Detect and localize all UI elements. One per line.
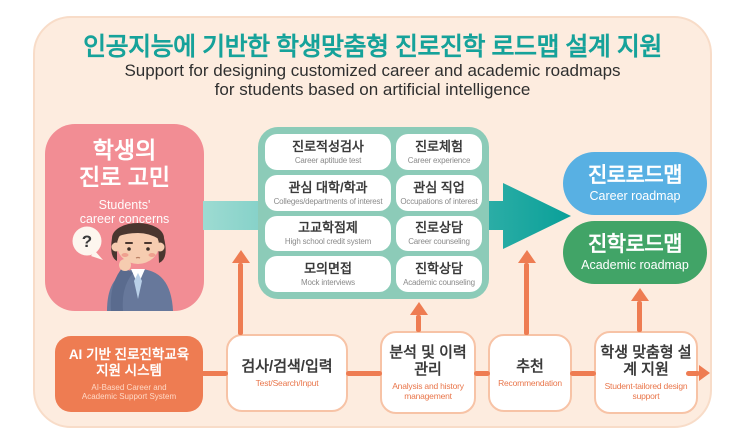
step-student-tailored-design: 학생 맞춤형 설계 지원 Student-tailored design sup… [594, 331, 698, 414]
service-pill-career-aptitude-test: 진로적성검사 Career aptitude test [265, 134, 391, 170]
output-arrow-icon [699, 365, 710, 381]
service-pill-career-experience: 진로체험 Career experience [396, 134, 482, 170]
pill-ko: 진로상담 [415, 220, 463, 236]
academic-roadmap-pill: 진학로드맵 Academic roadmap [563, 221, 707, 284]
pill-en: Mock interviews [301, 278, 355, 288]
pill-en: Career aptitude test [294, 155, 362, 165]
career-roadmap-ko: 진로로드맵 [587, 163, 683, 187]
question-mark-icon: ? [82, 232, 92, 251]
connector-step1-to-step2 [346, 371, 382, 376]
system-box-korean: AI 기반 진로진학교육 지원 시스템 [69, 347, 189, 379]
system-box-en-line1: AI-Based Career and [91, 382, 167, 392]
system-box-ko-line1: AI 기반 진로진학교육 [68, 346, 190, 362]
pill-ko: 진로적성검사 [292, 138, 364, 154]
arrowhead-icon [630, 288, 649, 301]
up-arrow-step3 [517, 250, 536, 335]
connector-step4-out [686, 371, 700, 376]
student-box-en-line1: Students' [98, 198, 151, 212]
career-roadmap-pill: 진로로드맵 Career roadmap [563, 152, 707, 215]
up-arrow-step1 [231, 250, 250, 335]
pill-ko: 고교학점제 [298, 220, 358, 236]
step-en: Test/Search/Input [255, 378, 319, 388]
pill-en: Academic counseling [403, 278, 475, 288]
service-pill-mock-interviews: 모의면접 Mock interviews [265, 256, 391, 292]
pill-en: High school credit system [284, 237, 372, 247]
pill-ko: 관심 대학/학과 [288, 179, 368, 195]
service-pill-occupations-of-interest: 관심 직업 Occupations of interest [396, 174, 482, 211]
service-pill-academic-counseling: 진학상담 Academic counseling [396, 256, 482, 292]
student-concerns-box: 학생의 진로 고민 Students' career concerns ? [45, 124, 204, 311]
connector-step3-to-step4 [570, 371, 596, 376]
connector-step2-to-step3 [474, 371, 490, 376]
subtitle-line-2: for students based on artificial intelli… [214, 80, 531, 99]
up-arrow-step2 [409, 302, 428, 332]
pill-ko: 진학상담 [415, 261, 463, 277]
student-box-ko-line2: 진로 고민 [78, 164, 171, 190]
step-ko: 분석 및 이력관리 [389, 344, 467, 378]
student-box-en-line2: career concerns [79, 212, 170, 226]
student-box-korean: 학생의 진로 고민 [45, 137, 204, 191]
pill-en: Colleges/departments of interest [273, 196, 383, 206]
academic-roadmap-en: Academic roadmap [581, 257, 689, 272]
pill-en: Career counseling [408, 237, 470, 247]
step-ko: 검사/검색/입력 [241, 358, 333, 375]
career-roadmap-en: Career roadmap [589, 188, 681, 203]
pill-en: Career experience [407, 155, 471, 165]
connector-system-to-step1 [201, 371, 228, 376]
step-ko: 학생 맞춤형 설계 지원 [600, 344, 692, 378]
system-box-en-line2: Academic Support System [81, 392, 177, 401]
step-analysis-history: 분석 및 이력관리 Analysis and history managemen… [380, 331, 476, 414]
pill-ko: 관심 직업 [413, 179, 465, 195]
subtitle-line-1: Support for designing customized career … [124, 61, 621, 80]
ai-system-box: AI 기반 진로진학교육 지원 시스템 AI-Based Career and … [55, 336, 203, 412]
services-box: 진로적성검사 Career aptitude test 진로체험 Career … [258, 127, 489, 299]
step-ko: 추천 [516, 358, 544, 375]
student-box-english: Students' career concerns [45, 198, 204, 226]
pill-ko: 진로체험 [415, 138, 463, 154]
arrowhead-icon [409, 302, 428, 315]
pill-ko: 모의면접 [304, 261, 352, 277]
thinking-student-illustration: ? [72, 223, 173, 311]
step-test-search-input: 검사/검색/입력 Test/Search/Input [226, 334, 348, 412]
arrowhead-icon [231, 250, 250, 263]
student-box-ko-line1: 학생의 [92, 137, 157, 163]
page-title: 인공지능에 기반한 학생맞춤형 진로진학 로드맵 설계 지원 [83, 33, 662, 61]
step-en: Recommendation [498, 378, 562, 388]
service-pill-career-counseling: 진로상담 Career counseling [396, 215, 482, 252]
pill-en: Occupations of interest [400, 196, 478, 206]
step-en: Student-tailored design support [604, 381, 688, 401]
academic-roadmap-ko: 진학로드맵 [587, 232, 683, 256]
arrowhead-icon [517, 250, 536, 263]
service-pill-colleges-of-interest: 관심 대학/학과 Colleges/departments of interes… [265, 174, 391, 211]
step-recommendation: 추천 Recommendation [488, 334, 572, 412]
page-subtitle: Support for designing customized career … [33, 61, 712, 99]
step-en: Analysis and history management [392, 381, 464, 401]
system-box-english: AI-Based Career and Academic Support Sys… [82, 383, 176, 402]
system-box-ko-line2: 지원 시스템 [96, 362, 162, 378]
up-arrow-step4 [630, 288, 649, 332]
service-pill-high-school-credit-system: 고교학점제 High school credit system [265, 215, 391, 252]
